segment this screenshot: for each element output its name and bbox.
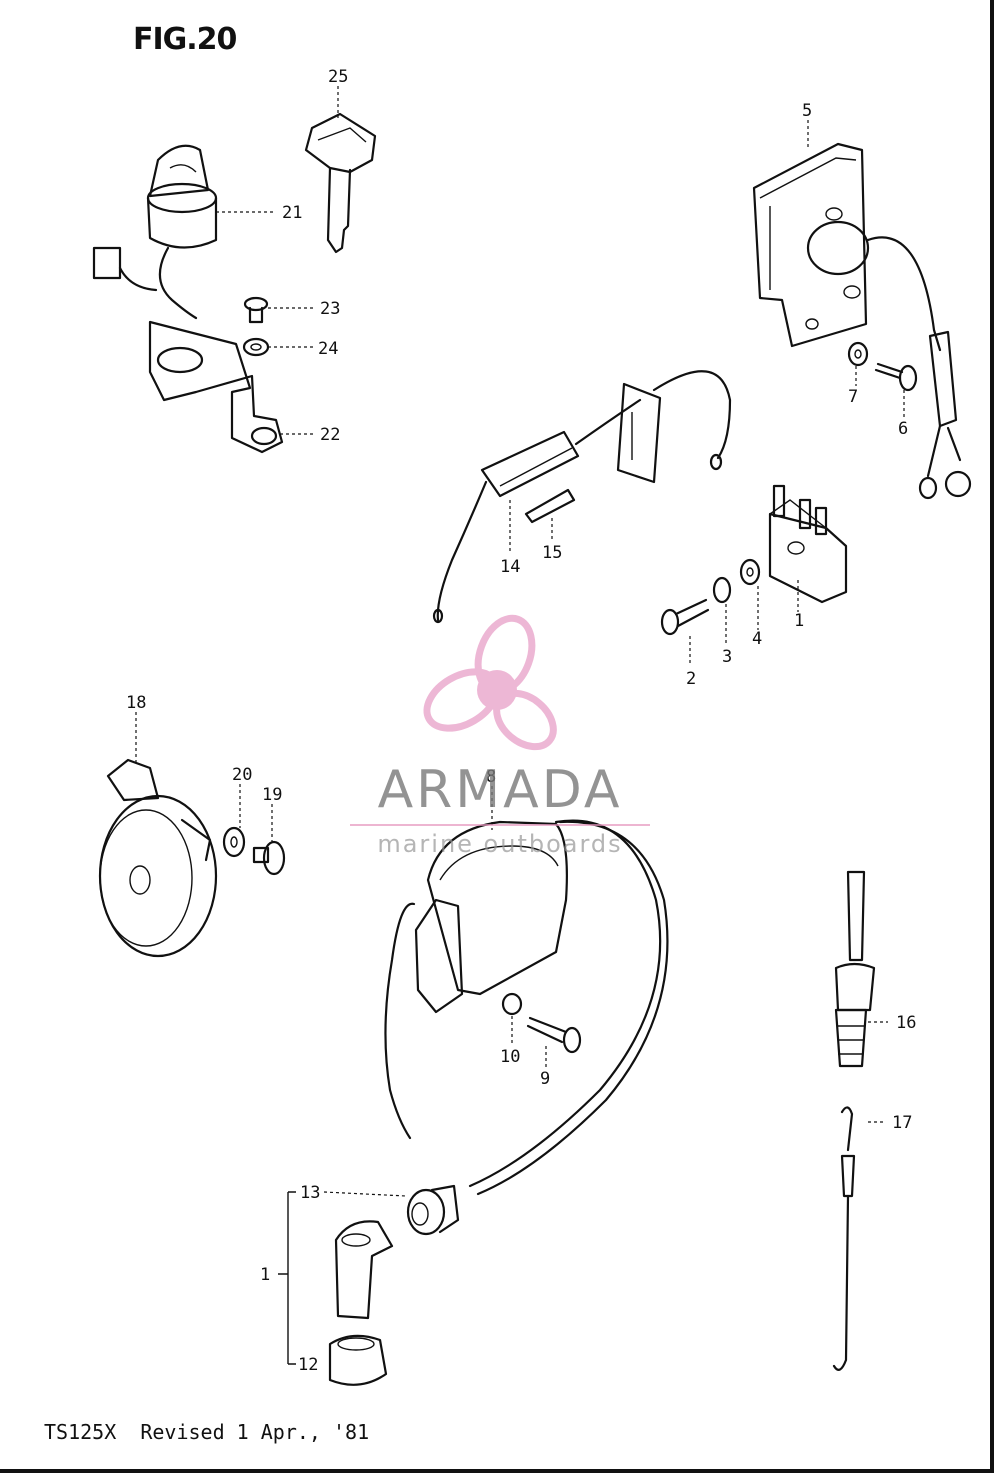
figure-title: FIG.20: [133, 22, 237, 57]
bolt-19: [252, 840, 286, 876]
callout-16: 16: [896, 1013, 916, 1033]
regulator-assembly: [752, 142, 972, 500]
plug-cap-seal-13: [406, 1184, 460, 1236]
callout-7: 7: [848, 387, 858, 407]
screw-2: [660, 598, 710, 636]
callout-13: 13: [300, 1183, 320, 1203]
callout-22: 22: [320, 425, 340, 445]
callout-10: 10: [500, 1047, 520, 1067]
callout-2: 2: [686, 669, 696, 689]
callout-5: 5: [802, 101, 812, 121]
ignition-key: [304, 112, 377, 254]
washer-3: [712, 576, 732, 604]
washer-10: [501, 992, 523, 1016]
horn: [98, 758, 218, 958]
footer-revision: TS125X Revised 1 Apr., '81: [44, 1420, 370, 1444]
washer-24: [242, 337, 270, 357]
cable-17: [832, 1106, 856, 1371]
callout-19: 19: [262, 785, 282, 805]
callout-4: 4: [752, 629, 762, 649]
callout-8: 8: [486, 767, 496, 787]
washer-4: [739, 558, 761, 586]
callout-20: 20: [232, 765, 252, 785]
callout-17: 17: [892, 1113, 912, 1133]
ignition-coil: [384, 819, 669, 1196]
callout-3: 3: [722, 647, 732, 667]
callout-12: 12: [298, 1355, 318, 1375]
callout-1-plug: 1: [260, 1265, 270, 1285]
propeller-logo-icon: [423, 614, 557, 751]
washer-20: [222, 826, 246, 858]
watermark-tagline: marine outboards: [377, 830, 623, 858]
callout-25: 25: [328, 67, 348, 87]
callout-23: 23: [320, 299, 340, 319]
callout-labels: 25 21 23 24 22 5 7 6 14 15 1 2 3 4 18 20…: [126, 67, 916, 1375]
callout-18: 18: [126, 693, 146, 713]
boot-12: [328, 1334, 388, 1386]
watermark-divider: [350, 824, 650, 826]
washer-7: [847, 341, 869, 367]
fuse-holder: [432, 370, 732, 624]
plug-cap: [334, 1220, 394, 1320]
watermark-brand: ARMADA: [377, 760, 623, 820]
fuse-15: [524, 488, 576, 524]
leader-lines: [135, 86, 905, 1365]
callout-9: 9: [540, 1069, 550, 1089]
screw-6: [874, 362, 918, 392]
callout-15: 15: [542, 543, 562, 563]
callout-14: 14: [500, 557, 520, 577]
bolt-23: [243, 296, 269, 324]
ignitor-unit: [768, 484, 848, 604]
ignition-switch: [92, 144, 218, 320]
switch-bracket: [148, 320, 284, 454]
callout-1-ignitor: 1: [794, 611, 804, 631]
callout-6: 6: [898, 419, 908, 439]
sensor-16: [834, 870, 876, 1068]
callout-24: 24: [318, 339, 338, 359]
screw-9: [526, 1016, 582, 1054]
callout-21: 21: [282, 203, 302, 223]
